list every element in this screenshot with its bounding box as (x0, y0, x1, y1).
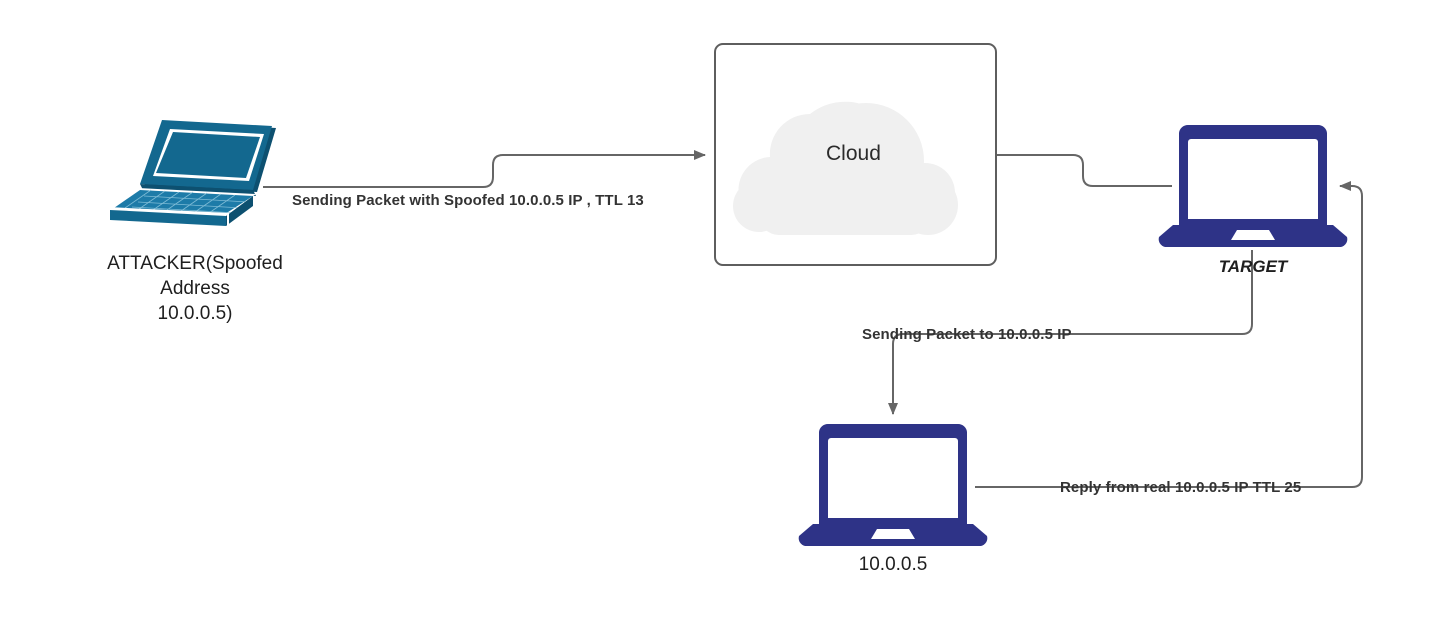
node-target-label: TARGET (1218, 257, 1288, 276)
edge-label-attacker-to-cloud: Sending Packet with Spoofed 10.0.0.5 IP … (292, 192, 644, 209)
node-target[interactable] (1155, 124, 1351, 249)
node-victim[interactable] (795, 423, 991, 548)
laptop-icon (798, 423, 988, 546)
edge-target-to-victim (888, 250, 1253, 415)
node-cloud[interactable]: Cloud (714, 43, 997, 266)
edge-label-target-to-victim: Sending Packet to 10.0.0.5 IP (862, 326, 1072, 343)
node-attacker[interactable] (107, 118, 283, 230)
laptop-isometric-icon (107, 120, 278, 230)
node-victim-label: 10.0.0.5 (858, 554, 928, 575)
edge-label-victim-to-target: Reply from real 10.0.0.5 IP TTL 25 (1060, 479, 1302, 496)
edge-victim-to-target (975, 181, 1363, 488)
edge-attacker-to-cloud (263, 150, 706, 188)
edge-cloud-to-target (996, 154, 1172, 187)
node-attacker-label: ATTACKER(Spoofed Address 10.0.0.5) (107, 253, 283, 324)
laptop-icon (1158, 124, 1348, 247)
cloud-label: Cloud (826, 142, 881, 165)
cloud-icon (733, 101, 958, 235)
